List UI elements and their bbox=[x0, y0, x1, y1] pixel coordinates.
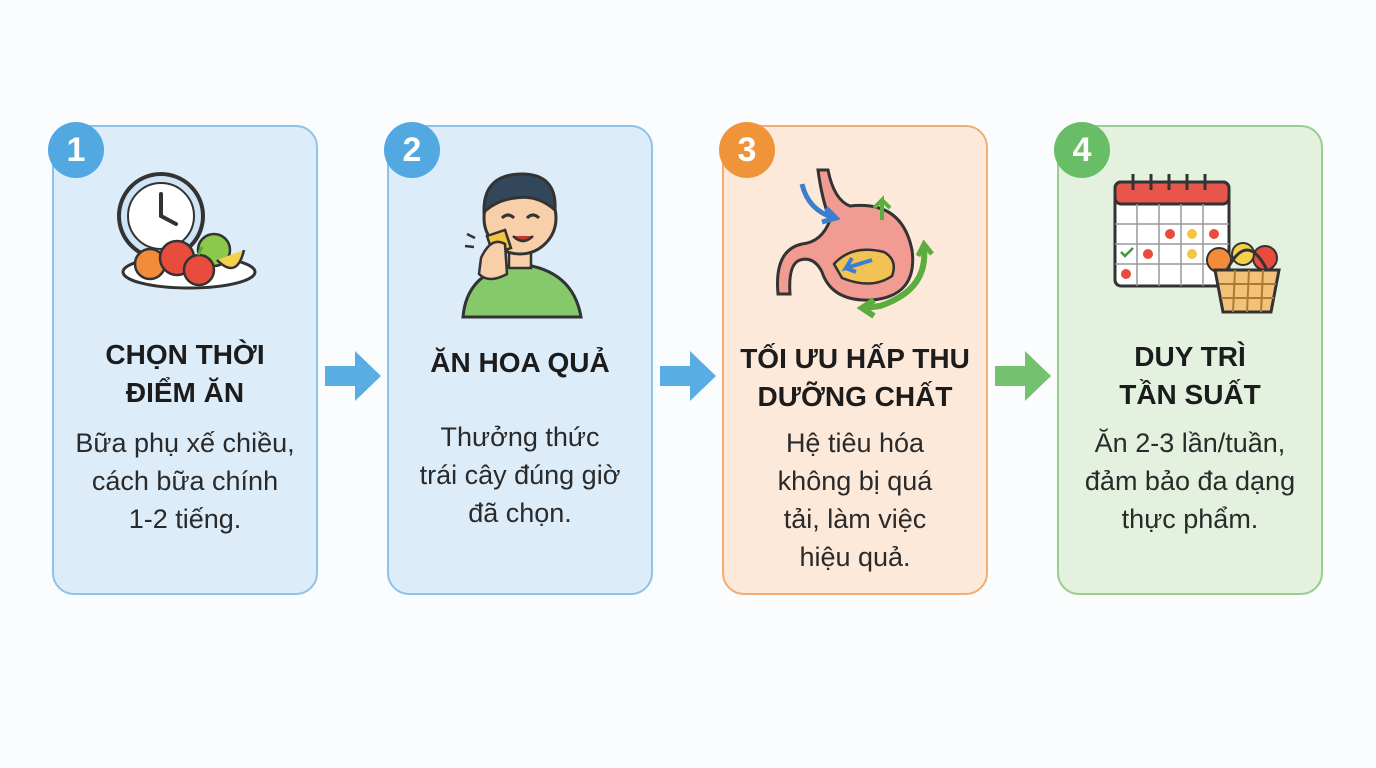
step-number-badge: 1 bbox=[48, 122, 104, 178]
step-description: Bữa phụ xế chiều, cách bữa chính 1-2 tiế… bbox=[75, 428, 295, 534]
step-number-badge: 3 bbox=[719, 122, 775, 178]
step-description: Ăn 2-3 lần/tuần, đảm bảo đa dạng thực ph… bbox=[1084, 428, 1296, 534]
step-number-badge: 4 bbox=[1054, 122, 1110, 178]
stomach-digestion-icon bbox=[776, 168, 934, 319]
step-title: DUY TRÌ TẦN SUẤT bbox=[1119, 341, 1261, 410]
clock-fruit-plate-icon bbox=[117, 172, 257, 290]
arrow-right-icon bbox=[995, 351, 1051, 401]
step-card-3 bbox=[722, 125, 988, 595]
step-title: TỐI ƯU HẤP THU DƯỠNG CHẤT bbox=[740, 343, 970, 412]
step-number-badge: 2 bbox=[384, 122, 440, 178]
arrow-right-icon bbox=[660, 351, 716, 401]
step-description: Hệ tiêu hóa không bị quá tải, làm việc h… bbox=[777, 428, 933, 572]
step-title: ĂN HOA QUẢ bbox=[430, 347, 610, 378]
person-eating-fruit-icon bbox=[461, 172, 583, 319]
step-description: Thưởng thức trái cây đúng giờ đã chọn. bbox=[419, 422, 621, 528]
step-title: CHỌN THỜI ĐIỂM ĂN bbox=[105, 339, 265, 408]
calendar-fruit-basket-icon bbox=[1113, 174, 1281, 314]
arrow-right-icon bbox=[325, 351, 381, 401]
